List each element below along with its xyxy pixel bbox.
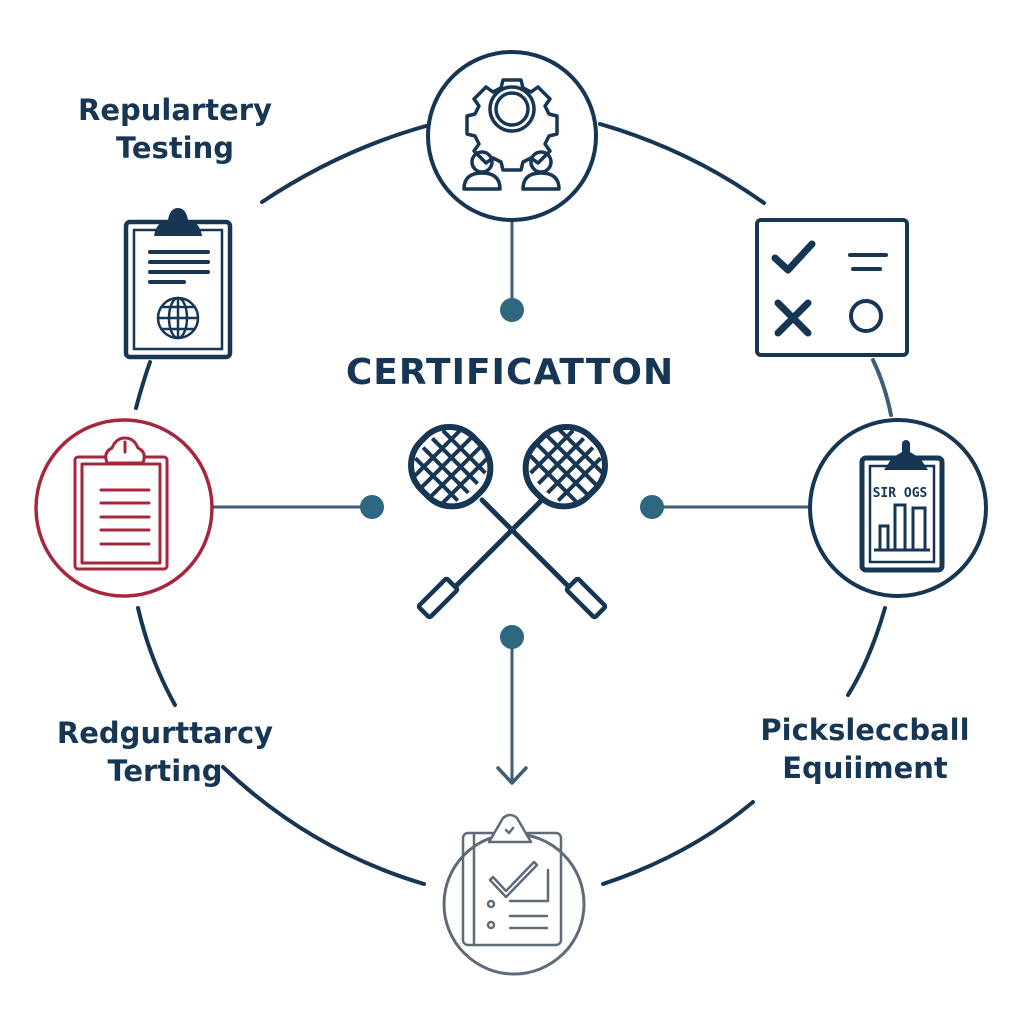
label-top-left-line2: Testing <box>115 130 235 165</box>
arc-left-lower <box>136 606 177 707</box>
connectors <box>212 220 812 785</box>
label-bottom-left-line1: Redgurttarcy <box>56 716 274 750</box>
svg-text:SIR OGS: SIR OGS <box>873 486 928 501</box>
arrowhead-down-icon <box>496 766 528 785</box>
clipboard-globe-icon <box>123 208 233 360</box>
node-bottom[interactable] <box>442 813 586 976</box>
check-icon <box>771 240 816 274</box>
label-bottom-left: Redgurttarcy Terting <box>30 715 300 790</box>
ring-arcs <box>134 122 893 886</box>
clipboard-checkmark-icon <box>461 813 563 947</box>
arc-top-right <box>598 122 766 205</box>
arc-bottom-right <box>601 800 755 886</box>
arc-top-left <box>260 124 428 204</box>
arc-right-upper <box>871 358 893 417</box>
node-top[interactable] <box>426 50 598 222</box>
cross-icon <box>774 299 812 337</box>
lines-icon <box>848 253 888 271</box>
arc-left-upper <box>134 360 152 410</box>
arc-right-lower <box>846 606 887 697</box>
label-bottom-right-line2: Equiiment <box>782 750 948 785</box>
people-icon <box>462 150 561 191</box>
circle-option-icon <box>849 299 883 333</box>
label-top-left: Repulartery Testing <box>50 92 300 167</box>
connector-dots <box>360 298 664 649</box>
node-right[interactable]: SIR OGS <box>808 418 988 598</box>
clipboard-list-icon <box>73 436 169 571</box>
center-title: CERTIFICATTON <box>345 352 675 393</box>
gear-icon <box>465 78 559 172</box>
dot-left <box>360 495 384 519</box>
arc-bottom-left <box>221 765 426 886</box>
dot-bottom <box>500 625 524 649</box>
dot-top <box>500 298 524 322</box>
dot-right <box>640 495 664 519</box>
node-left[interactable] <box>34 418 214 598</box>
node-top-left[interactable] <box>123 208 233 360</box>
label-top-left-line1: Repulartery <box>78 93 272 127</box>
label-bottom-left-line2: Terting <box>107 753 223 788</box>
label-bottom-right: Picksleccball Equiiment <box>730 712 1000 787</box>
crossed-pickleball-paddles-icon <box>408 424 608 620</box>
label-bottom-right-line1: Picksleccball <box>760 713 970 747</box>
node-top-right[interactable] <box>755 218 909 357</box>
clipboard-bar-chart-icon: SIR OGS <box>859 440 945 573</box>
